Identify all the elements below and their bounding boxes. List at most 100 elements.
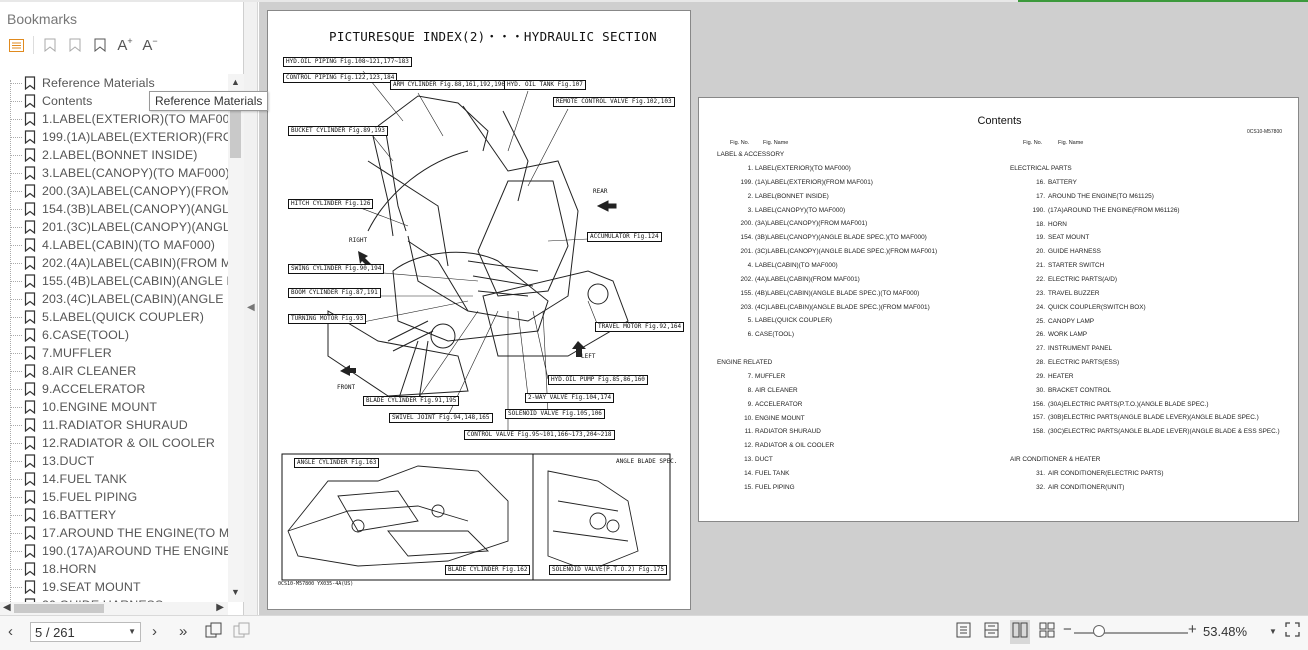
bookmark-item[interactable]: 2.LABEL(BONNET INSIDE) [10, 146, 228, 164]
contents-fig-name[interactable]: (3B)LABEL(CANOPY)(ANGLE BLADE SPEC.)(TO … [755, 234, 927, 242]
bookmark-item[interactable]: 19.SEAT MOUNT [10, 578, 228, 596]
contents-fig-name[interactable]: LABEL(CABIN)(TO MAF000) [755, 261, 838, 269]
scroll-up-icon[interactable]: ▲ [231, 77, 240, 87]
contents-fig-name[interactable]: (17A)AROUND THE ENGINE(FROM M61126) [1048, 206, 1180, 214]
bookmark-item[interactable]: 190.(17A)AROUND THE ENGINE(F [10, 542, 228, 560]
contents-fig-name[interactable]: ENGINE MOUNT [755, 414, 805, 422]
bookmark-item[interactable]: 4.LABEL(CABIN)(TO MAF000) [10, 236, 228, 254]
bookmark-item[interactable]: 202.(4A)LABEL(CABIN)(FROM MA [10, 254, 228, 272]
contents-fig-name[interactable]: SEAT MOUNT [1048, 234, 1090, 242]
last-page-icon[interactable]: » [179, 623, 188, 640]
contents-fig-name[interactable]: (30C)ELECTRIC PARTS(ANGLE BLADE LEVER)(A… [1048, 428, 1280, 436]
contents-fig-name[interactable]: AROUND THE ENGINE(TO M61125) [1048, 192, 1154, 200]
bookmark-item[interactable]: 154.(3B)LABEL(CANOPY)(ANGLE [10, 200, 228, 218]
bookmark-item[interactable]: 15.FUEL PIPING [10, 488, 228, 506]
collapse-arrow-icon[interactable]: ◀ [247, 302, 255, 313]
contents-fig-name[interactable]: BRACKET CONTROL [1048, 386, 1112, 394]
zoom-slider[interactable] [1074, 632, 1188, 634]
contents-fig-name[interactable]: CANOPY LAMP [1048, 317, 1095, 325]
bookmark-item[interactable]: 13.DUCT [10, 452, 228, 470]
bookmark-item[interactable]: 155.(4B)LABEL(CABIN)(ANGLE BL [10, 272, 228, 290]
single-page-view-icon[interactable] [956, 622, 971, 642]
bookmark-options-icon[interactable] [6, 35, 26, 55]
horizontal-scrollbar[interactable]: ◀ ▶ [0, 602, 228, 616]
scroll-thumb[interactable] [230, 92, 241, 158]
zoom-out-icon[interactable]: − [1063, 621, 1072, 638]
contents-fig-name[interactable]: LABEL(QUICK COUPLER) [755, 317, 833, 325]
contents-fig-name[interactable]: ELECTRIC PARTS(ESS) [1048, 359, 1120, 367]
contents-fig-name[interactable]: (30A)ELECTRIC PARTS(P.T.O.)(ANGLE BLADE … [1048, 400, 1209, 408]
bookmark-item[interactable]: 201.(3C)LABEL(CANOPY)(ANGLE [10, 218, 228, 236]
contents-fig-name[interactable]: FUEL PIPING [755, 483, 795, 491]
contents-fig-name[interactable]: CASE(TOOL) [755, 331, 794, 339]
contents-fig-name[interactable]: FUEL TANK [755, 470, 790, 477]
contents-fig-name[interactable]: ELECTRIC PARTS(A/D) [1048, 275, 1118, 283]
scroll-right-icon[interactable]: ▶ [216, 602, 224, 613]
fullscreen-icon[interactable] [1285, 622, 1300, 641]
contents-fig-name[interactable]: QUICK COUPLER(SWITCH BOX) [1048, 303, 1146, 311]
contents-fig-name[interactable]: BATTERY [1048, 179, 1077, 186]
contents-fig-name[interactable]: RADIATOR & OIL COOLER [755, 442, 835, 450]
bookmark-item[interactable]: 3.LABEL(CANOPY)(TO MAF000) [10, 164, 228, 182]
text-increase-icon[interactable]: A+ [117, 36, 133, 54]
bookmark-item[interactable]: 12.RADIATOR & OIL COOLER [10, 434, 228, 452]
bookmark-expand-icon[interactable] [90, 35, 110, 55]
contents-fig-name[interactable]: STARTER SWITCH [1048, 262, 1105, 270]
text-decrease-icon[interactable]: A− [142, 36, 158, 54]
contents-fig-name[interactable]: (4A)LABEL(CABIN)(FROM MAF001) [755, 275, 860, 283]
continuous-facing-view-icon[interactable] [1039, 622, 1055, 642]
rotate-view-icon[interactable] [205, 622, 222, 643]
contents-fig-name[interactable]: AIR CONDITIONER(ELECTRIC PARTS) [1048, 470, 1164, 478]
prev-page-icon[interactable]: ‹ [8, 623, 13, 640]
bookmark-item[interactable]: 16.BATTERY [10, 506, 228, 524]
contents-fig-name[interactable]: RADIATOR SHURAUD [755, 428, 821, 436]
zoom-slider-handle[interactable] [1093, 625, 1106, 637]
bookmark-item[interactable]: 14.FUEL TANK [10, 470, 228, 488]
contents-fig-name[interactable]: LABEL(EXTERIOR)(TO MAF000) [755, 165, 851, 172]
bookmark-item[interactable]: 1.LABEL(EXTERIOR)(TO MAF000) [10, 110, 228, 128]
contents-fig-name[interactable]: HORN [1048, 220, 1067, 228]
contents-fig-name[interactable]: (3A)LABEL(CANOPY)(FROM MAF001) [755, 220, 868, 228]
bookmark-item[interactable]: 8.AIR CLEANER [10, 362, 228, 380]
contents-fig-name[interactable]: DUCT [755, 456, 773, 464]
next-page-icon[interactable]: › [152, 623, 157, 640]
bookmark-add-icon[interactable] [40, 35, 60, 55]
bookmark-item[interactable]: 11.RADIATOR SHURAUD [10, 416, 228, 434]
bookmark-item[interactable]: Reference Materials [10, 74, 228, 92]
bookmark-item[interactable]: 7.MUFFLER [10, 344, 228, 362]
contents-fig-name[interactable]: (1A)LABEL(EXTERIOR)(FROM MAF001) [755, 178, 873, 186]
contents-fig-name[interactable]: (4C)LABEL(CABIN)(ANGLE BLADE SPEC.)(FROM… [755, 303, 930, 311]
contents-fig-name[interactable]: TRAVEL BUZZER [1048, 289, 1100, 297]
contents-fig-name[interactable]: (30B)ELECTRIC PARTS(ANGLE BLADE LEVER)(A… [1048, 414, 1259, 422]
bookmark-item[interactable]: 5.LABEL(QUICK COUPLER) [10, 308, 228, 326]
bookmark-item[interactable]: 200.(3A)LABEL(CANOPY)(FROM M [10, 182, 228, 200]
contents-fig-name[interactable]: INSTRUMENT PANEL [1048, 345, 1113, 353]
page-number-input[interactable]: 5 / 261▼ [30, 622, 141, 642]
bookmark-item[interactable]: 10.ENGINE MOUNT [10, 398, 228, 416]
facing-view-icon[interactable] [1010, 620, 1030, 644]
contents-fig-name[interactable]: ACCELERATOR [755, 400, 803, 408]
panel-collapse-bar[interactable]: ◀ [244, 2, 258, 615]
bookmark-item[interactable]: 17.AROUND THE ENGINE(TO M61 [10, 524, 228, 542]
scroll-down-icon[interactable]: ▼ [231, 587, 240, 597]
contents-fig-name[interactable]: HEATER [1048, 372, 1074, 380]
page-dropdown-icon[interactable]: ▼ [128, 627, 136, 636]
hscroll-thumb[interactable] [14, 604, 104, 613]
copy-page-icon[interactable] [233, 622, 250, 643]
contents-fig-name[interactable]: (3C)LABEL(CANOPY)(ANGLE BLADE SPEC.)(FRO… [755, 248, 938, 256]
zoom-level[interactable]: 53.48% [1203, 624, 1248, 639]
contents-fig-name[interactable]: WORK LAMP [1048, 331, 1088, 339]
bookmark-item[interactable]: Contents [10, 92, 228, 110]
bookmark-delete-icon[interactable] [65, 35, 85, 55]
bookmark-item[interactable]: 199.(1A)LABEL(EXTERIOR)(FROM [10, 128, 228, 146]
contents-fig-name[interactable]: (4B)LABEL(CABIN)(ANGLE BLADE SPEC.)(TO M… [755, 289, 920, 297]
bookmark-item[interactable]: 20.GUIDE HARNESS [10, 596, 228, 602]
contents-fig-name[interactable]: GUIDE HARNESS [1048, 248, 1101, 256]
bookmark-item[interactable]: 18.HORN [10, 560, 228, 578]
contents-fig-name[interactable]: AIR CONDITIONER(UNIT) [1048, 484, 1125, 491]
zoom-in-icon[interactable]: + [1188, 621, 1197, 638]
bookmark-item[interactable]: 6.CASE(TOOL) [10, 326, 228, 344]
continuous-view-icon[interactable] [984, 622, 999, 642]
bookmark-item[interactable]: 9.ACCELERATOR [10, 380, 228, 398]
contents-fig-name[interactable]: LABEL(BONNET INSIDE) [755, 192, 829, 200]
